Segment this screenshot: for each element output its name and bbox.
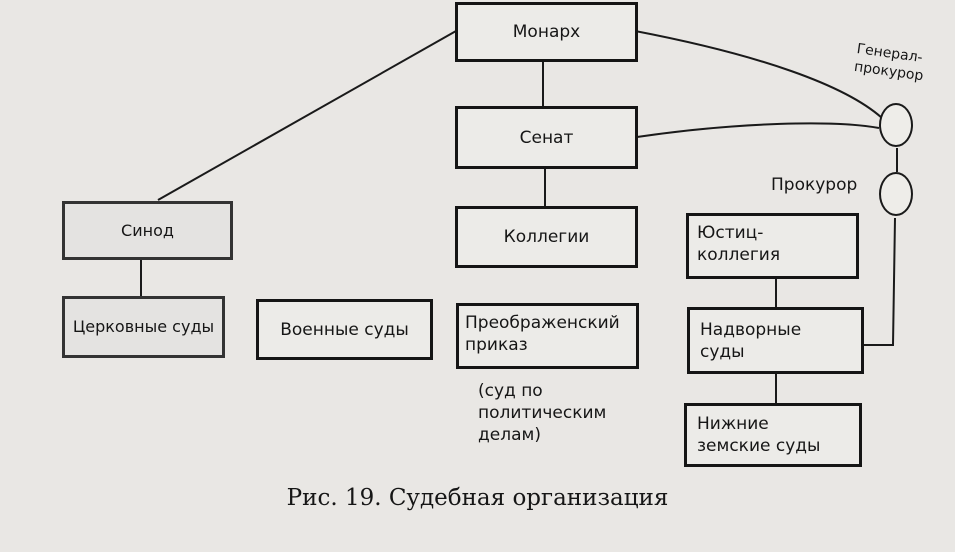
node-senate: Сенат [455, 106, 638, 169]
node-church-courts: Церковные суды [62, 296, 225, 358]
general-prosecutor-circle [879, 103, 913, 147]
line-monarch-synod [157, 30, 457, 201]
node-monarch: Монарх [455, 2, 638, 62]
node-nadvornye: Надворные суды [687, 307, 864, 374]
node-military-courts: Военные суды [256, 299, 433, 360]
label-prosecutor: Прокурор [771, 175, 858, 195]
node-synod: Синод [62, 201, 233, 260]
node-lower-courts: Нижние земские суды [684, 403, 862, 467]
prosecutor-circle [879, 172, 913, 216]
line-monarch-general-prosecutor [634, 30, 883, 119]
node-justice-collegium: Юстиц- коллегия [686, 213, 859, 279]
figure-caption: Рис. 19. Судебная организация [286, 485, 669, 511]
node-collegia: Коллегии [455, 206, 638, 268]
label-preobrazhensky-note: (суд по политическим делам) [478, 381, 607, 445]
line-prosecutor-nadvornye [863, 217, 896, 346]
line-senate-general-prosecutor [636, 122, 880, 138]
node-preobrazhensky: Преображенский приказ [456, 303, 639, 369]
